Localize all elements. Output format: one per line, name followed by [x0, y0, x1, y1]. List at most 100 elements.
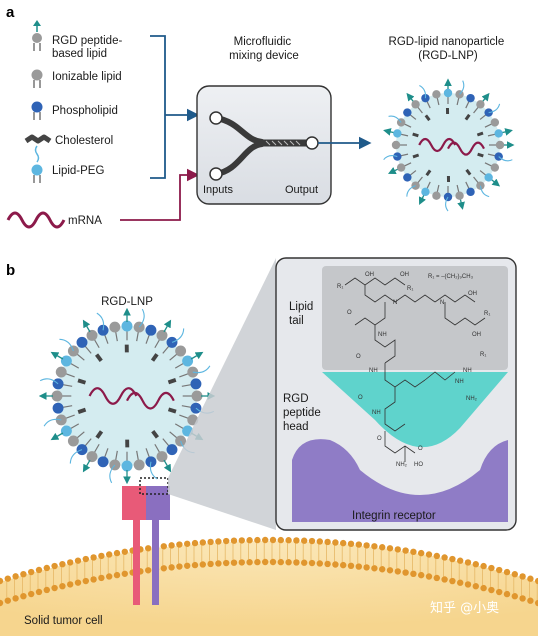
membrane-head-outer — [246, 537, 253, 544]
membrane-head-inner — [12, 595, 19, 602]
membrane-head-outer — [184, 540, 191, 547]
cholesterol — [424, 114, 431, 122]
membrane-head-outer — [293, 537, 300, 544]
chem-nh-3: NH — [455, 379, 464, 385]
membrane-head-inner — [285, 559, 292, 566]
lipid-head — [443, 88, 453, 98]
lipid-head — [393, 129, 402, 138]
chem-n-1: N — [393, 300, 397, 306]
membrane-head-inner — [449, 577, 456, 585]
lipid-tail-line2: tail — [289, 315, 304, 327]
chem-oh-3: OH — [468, 291, 477, 297]
membrane-head-outer — [20, 570, 27, 578]
lipid-head — [133, 459, 145, 471]
membrane-head-outer — [106, 551, 113, 558]
membrane-head-outer — [371, 543, 378, 550]
rgd-ligand — [50, 351, 64, 360]
chemical-labels: OH OH R₁ R₁ R₁ = –(CH₂)₉CH₃ N N OH R₁ OH… — [337, 272, 490, 468]
membrane-head-inner — [519, 595, 526, 602]
lnp-title: RGD-lipid nanoparticle (RGD-LNP) — [389, 36, 508, 62]
lipid-head — [432, 191, 441, 200]
lipid-head — [484, 173, 493, 182]
legend-rgd-line1: RGD peptide- — [52, 35, 122, 47]
cholesterol-icon — [24, 134, 52, 144]
lipid-head — [109, 321, 121, 333]
membrane-head-inner — [527, 597, 534, 604]
membrane-head-outer — [457, 557, 464, 564]
membrane-head-outer — [480, 562, 487, 570]
legend-bracket — [120, 35, 200, 221]
membrane-head-outer — [121, 548, 128, 555]
membrane-head-outer — [28, 568, 35, 576]
peg-chain — [192, 365, 211, 374]
membrane-head-inner — [246, 559, 253, 566]
membrane-head-outer — [386, 545, 394, 552]
membrane-head-outer — [90, 554, 97, 561]
microfluidic-device: Inputs Output — [196, 85, 332, 205]
membrane-head-outer — [488, 564, 495, 572]
legend-label-ionizable: Ionizable lipid — [52, 71, 122, 83]
membrane-head-outer — [301, 537, 308, 544]
membrane-head-inner — [113, 571, 121, 579]
rgd-head-line2: peptide — [283, 407, 321, 419]
membrane-head-inner — [199, 561, 206, 568]
lipid-head — [55, 414, 67, 426]
chem-o-4: O — [377, 436, 382, 442]
mrna-strand — [418, 137, 457, 153]
lipid-head — [67, 435, 79, 447]
rgd-ligand — [163, 319, 172, 333]
membrane-head-outer — [262, 536, 269, 544]
membrane-head-outer — [230, 537, 238, 544]
peg-chain — [39, 378, 59, 385]
pink-receptor — [122, 486, 148, 605]
membrane-head-outer — [277, 536, 284, 544]
membrane-head-inner — [184, 562, 191, 569]
mrna-icon — [6, 211, 66, 229]
membrane-head-inner — [488, 586, 495, 594]
inputs-label: Inputs — [203, 184, 233, 196]
membrane-head-outer — [82, 555, 90, 563]
lipid-head — [60, 355, 72, 367]
peg-chain — [498, 156, 513, 162]
cholesterol — [425, 169, 432, 177]
membrane-head-inner — [355, 563, 362, 570]
membrane-head-outer — [199, 539, 206, 546]
device-title-line2: mixing device — [229, 50, 299, 62]
lnp-core — [57, 326, 197, 466]
membrane-head-outer — [269, 536, 277, 544]
membrane-head-inner — [59, 582, 66, 590]
watermark: 知乎 @小奥 — [430, 600, 499, 616]
lnp-core — [396, 93, 500, 197]
membrane-head-inner — [67, 581, 74, 588]
peg-chain — [459, 80, 465, 95]
membrane-head-outer — [441, 554, 448, 561]
mrna-label: mRNA — [68, 215, 102, 227]
membrane-head-inner — [418, 571, 425, 579]
lipid-head — [466, 187, 475, 197]
membrane-head-inner — [363, 564, 370, 571]
membrane-head-inner — [269, 558, 277, 566]
rgd-head-line3: head — [283, 421, 309, 433]
membrane-head-outer — [35, 566, 43, 574]
lipid-head — [484, 108, 493, 117]
rgd-ligand — [387, 166, 398, 175]
membrane-head-inner — [20, 592, 27, 600]
membrane-head-inner — [433, 574, 440, 582]
chem-o-5: O — [418, 446, 423, 452]
cholesterol — [465, 168, 472, 176]
peg-chain — [171, 328, 185, 343]
lipid-head — [51, 390, 63, 402]
membrane-head-outer — [254, 536, 261, 544]
membrane-head-outer — [332, 539, 339, 546]
cholesterol — [477, 152, 484, 158]
lipid-head — [166, 336, 178, 348]
panel-b-label: b — [6, 262, 15, 279]
rgd-ligand — [457, 199, 465, 210]
membrane-head-outer — [51, 562, 58, 570]
integrin-receptor — [292, 439, 508, 522]
rgd-ligand — [82, 319, 91, 333]
cholesterol — [151, 430, 159, 439]
chem-oh-4: OH — [472, 332, 481, 338]
panel-b: b RGD-LNP Solid tumor cell — [0, 257, 538, 636]
lipid-head — [182, 355, 194, 367]
